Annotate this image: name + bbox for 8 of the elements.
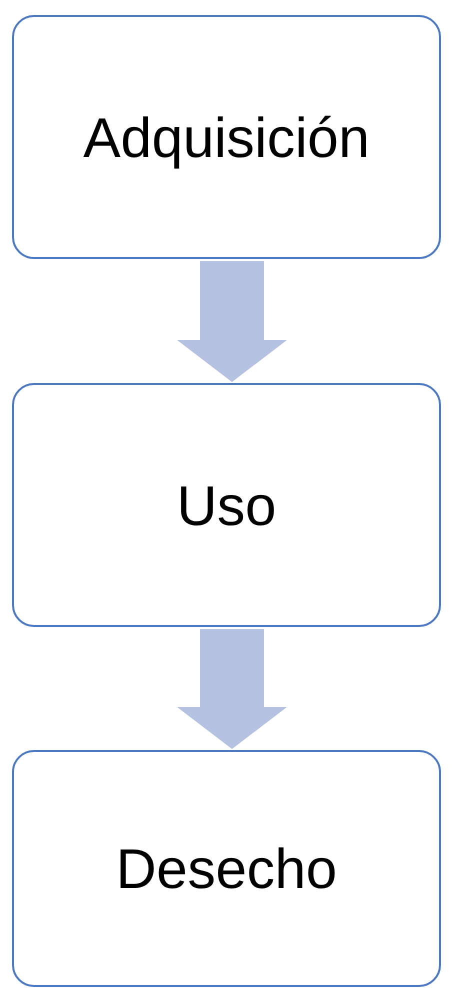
step-label: Adquisición — [83, 104, 370, 170]
step-label: Desecho — [116, 836, 338, 901]
process-box — [12, 15, 441, 259]
block-arrow — [177, 629, 287, 749]
step-label: Uso — [176, 472, 276, 538]
process-box — [12, 750, 441, 987]
block-arrow — [177, 261, 287, 382]
process-box — [12, 383, 441, 627]
